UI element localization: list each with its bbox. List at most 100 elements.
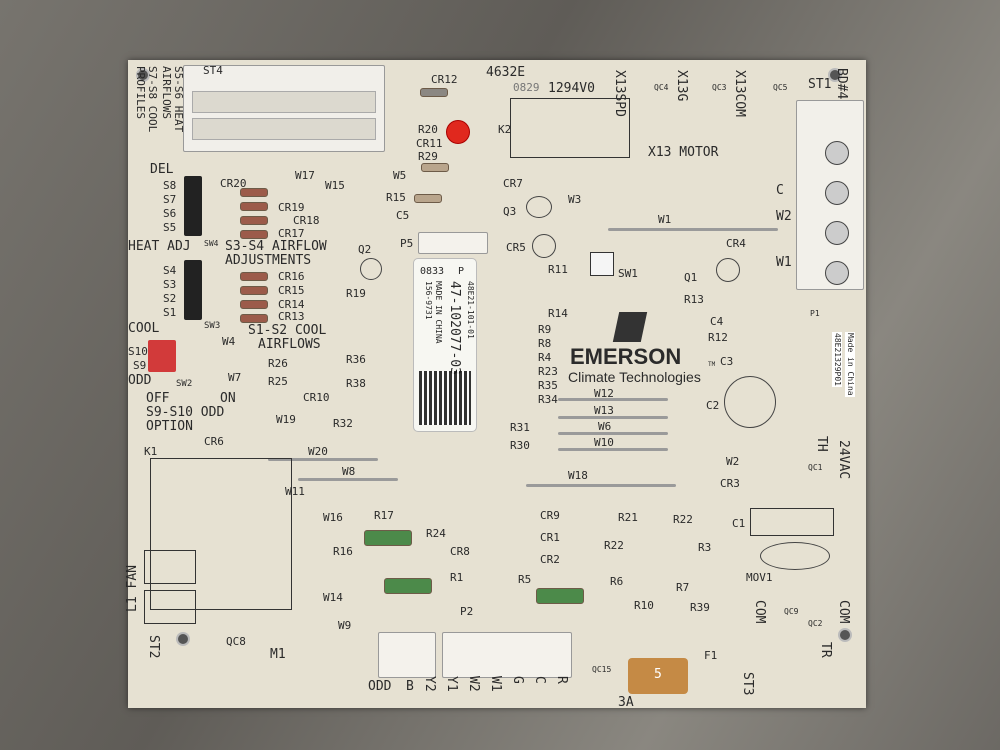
- connector-12pin: [183, 65, 385, 152]
- transistor-q3: [526, 196, 552, 218]
- cr11-label: CR11: [416, 137, 443, 150]
- qc5-label: QC5: [773, 83, 788, 92]
- x13com-label: X13COM: [732, 70, 747, 117]
- cr7-label: CR7: [503, 177, 523, 190]
- sticker-part-number: 47-102077-03: [447, 281, 462, 375]
- term-y1: Y1: [444, 676, 459, 692]
- term-c-label: C: [776, 183, 784, 198]
- sticker-lot: 0833: [420, 266, 445, 277]
- led-indicator: [446, 120, 470, 144]
- cr17-label: CR17: [278, 227, 305, 240]
- r3-label: R3: [698, 541, 712, 554]
- w18-label: W18: [568, 469, 588, 482]
- cr5-label: CR5: [506, 241, 526, 254]
- qc2-label: QC2: [808, 619, 823, 628]
- cool-profiles-note: S7-S8 COOL PROFILES: [133, 66, 159, 133]
- diode-cr16: [240, 272, 268, 281]
- made-in-china-label: Made in China: [845, 332, 855, 397]
- date-code: 0829: [513, 81, 540, 94]
- on-label: ON: [220, 391, 236, 406]
- r11-label: R11: [548, 263, 568, 276]
- r2-label: R22: [604, 539, 624, 552]
- s3-label: S3: [163, 278, 177, 291]
- qc1-label: QC1: [808, 463, 823, 472]
- cr4-label: CR4: [726, 237, 746, 250]
- mounting-hole: [828, 68, 842, 82]
- cr8-label: CR8: [450, 545, 470, 558]
- mounting-hole: [838, 628, 852, 642]
- term-g: G: [510, 676, 525, 684]
- qc8-label: QC8: [226, 635, 246, 648]
- q2-label: Q2: [358, 243, 372, 256]
- diode-cr13: [240, 314, 268, 323]
- diode-cr15: [240, 286, 268, 295]
- w4-label: W4: [222, 335, 236, 348]
- st3-label: ST3: [740, 672, 755, 696]
- varistor-mov1: [760, 542, 830, 570]
- cr13-label: CR13: [278, 310, 305, 323]
- q3-label: Q3: [503, 205, 517, 218]
- emerson-logo-mark: [612, 312, 648, 342]
- resistor-r15: [414, 194, 442, 203]
- header-p5: [418, 232, 488, 254]
- s1-s2-note: S1-S2 COOL: [248, 323, 327, 338]
- r29-label: R29: [418, 150, 438, 163]
- cr9-label: CR9: [540, 509, 560, 522]
- w20-label: W20: [308, 445, 328, 458]
- connector-p1: [796, 100, 864, 290]
- circuit-board: ST4 S5-S6 HEAT AIRFLOWS S7-S8 COOL PROFI…: [125, 60, 866, 709]
- term-w1-label: W1: [776, 255, 792, 270]
- cr6-label: CR6: [204, 435, 224, 448]
- terminal: [825, 181, 849, 205]
- connector-p2: [442, 632, 572, 678]
- sticker-made-in: MADE IN CHINA: [434, 281, 443, 344]
- r5-label: R5: [518, 573, 532, 586]
- th-label: TH: [814, 436, 829, 452]
- r15-label: R15: [386, 191, 406, 204]
- mov1-label: MOV1: [746, 571, 773, 584]
- p1-label: P1: [810, 309, 820, 318]
- terminal: [825, 261, 849, 285]
- sticker-code: 48E21-101-01: [466, 281, 475, 339]
- terminal-block: [144, 590, 196, 624]
- r22-label: R22: [673, 513, 693, 526]
- r6-label: R6: [610, 575, 624, 588]
- term-w2: W2: [466, 676, 481, 692]
- r13-label: R13: [684, 293, 704, 306]
- dip-switch-sw3[interactable]: [184, 260, 202, 320]
- datamatrix-code: [419, 371, 471, 425]
- w11-label: W11: [285, 485, 305, 498]
- s4-label: S4: [163, 264, 177, 277]
- p5-label: P5: [400, 237, 414, 250]
- w12-label: W12: [594, 387, 614, 400]
- s9-s10-note: S9-S10 ODD: [146, 405, 225, 420]
- dip-switch-sw2[interactable]: [148, 340, 176, 372]
- emerson-brand: EMERSON: [570, 344, 682, 369]
- r12-label: R12: [708, 331, 728, 344]
- resistor-r29: [421, 163, 449, 172]
- switch-sw1[interactable]: [590, 252, 614, 276]
- jumper-w13: [558, 416, 668, 419]
- jumper-w20: [268, 458, 378, 461]
- r24-label: R24: [426, 527, 446, 540]
- r19-label: R19: [346, 287, 366, 300]
- fuse-3a[interactable]: 5: [628, 658, 688, 694]
- w9-label: W9: [338, 619, 352, 632]
- capacitor-c2: [724, 376, 776, 428]
- m1-label: M1: [270, 647, 286, 662]
- c2-label: C2: [706, 399, 720, 412]
- rev-code: 1294V0: [548, 81, 595, 96]
- qc3-label: QC3: [712, 83, 727, 92]
- c4-label: C4: [710, 315, 724, 328]
- st4-label: ST4: [203, 64, 223, 77]
- s1-s2-airflows: AIRFLOWS: [258, 337, 321, 352]
- sw1-label: SW1: [618, 267, 638, 280]
- r9-label: R9: [538, 323, 552, 336]
- fuse-label: 5: [654, 667, 662, 682]
- dip-switch-sw4[interactable]: [184, 176, 202, 236]
- s3-s4-note: S3-S4 AIRFLOW: [225, 239, 327, 254]
- diode-cr20: [240, 188, 268, 197]
- connector-p2a: [378, 632, 436, 678]
- w3-label: W3: [568, 193, 582, 206]
- p2-label: P2: [460, 605, 474, 618]
